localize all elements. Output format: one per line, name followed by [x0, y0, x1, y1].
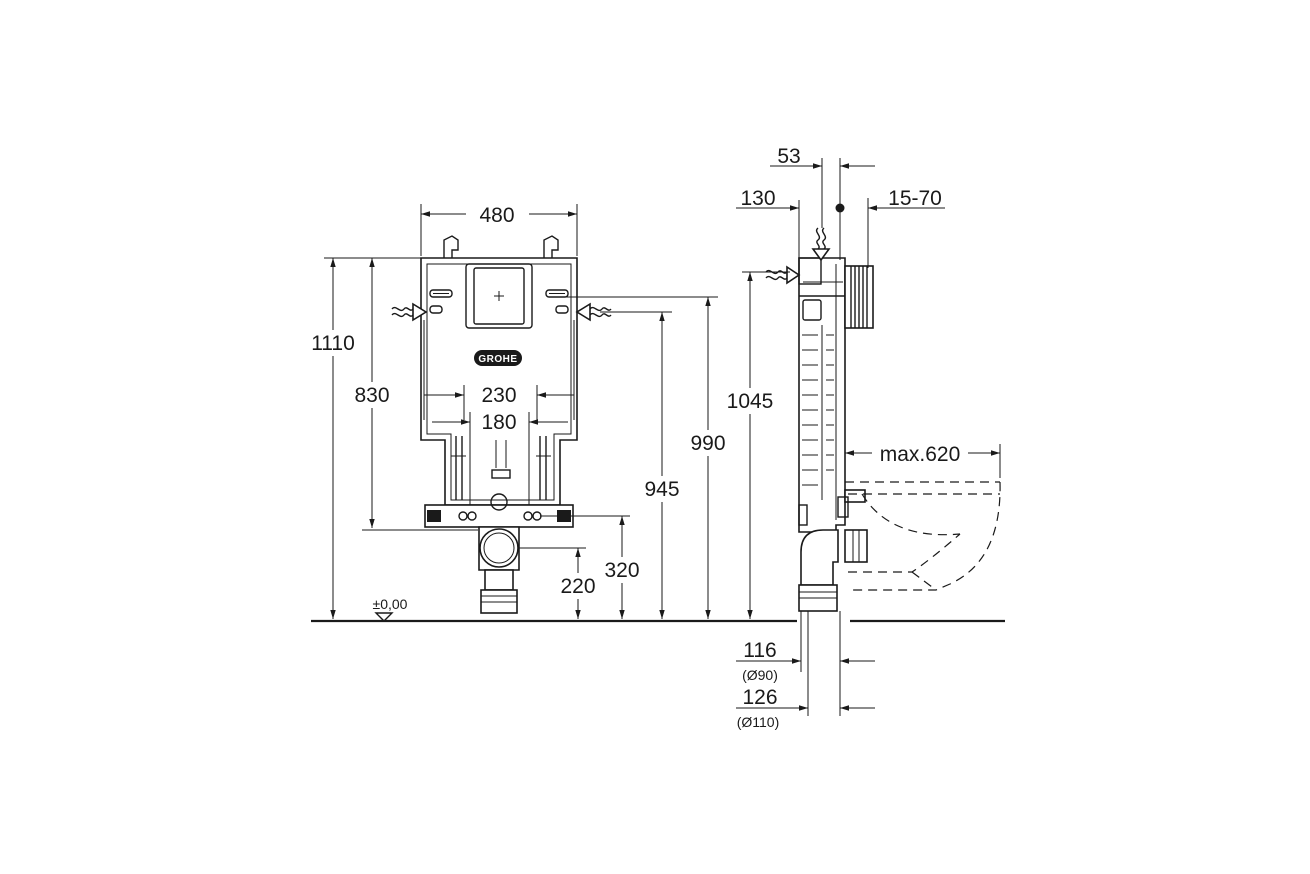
flush-connector [844, 489, 866, 503]
side-frame-ribs [802, 334, 834, 486]
water-inlet-left [391, 302, 428, 322]
side-frame-foot [798, 504, 808, 526]
floor-level-marker [374, 612, 394, 622]
dim-depth-130: 130 [740, 187, 775, 210]
side-water-inlet [765, 265, 801, 285]
brand-logo-text: GROHE [478, 354, 517, 365]
side-dimensions: 53 130 15-70 1045 max.620 116 (Ø90) 126 [722, 145, 1001, 730]
dim-spacing-180: 180 [481, 411, 516, 434]
top-water-inlet [811, 227, 831, 262]
dim-pipe-90: (Ø90) [742, 667, 778, 683]
mount-hole-left [458, 511, 468, 521]
front-dimensions: 480 1110 830 230 180 945 990 [306, 204, 730, 622]
toilet-bowl-outline [845, 481, 1001, 591]
dim-height-220: 220 [560, 575, 595, 598]
dim-max-620: max.620 [880, 443, 961, 466]
dim-height-945: 945 [644, 478, 679, 501]
dim-height-830: 830 [354, 384, 389, 407]
frame-inner-edge [426, 263, 572, 501]
dim-range-15-70: 15-70 [888, 187, 942, 210]
dim-offset-126: 126 [742, 686, 777, 709]
floor-level-label: ±0,00 [373, 596, 408, 612]
side-view [765, 227, 1001, 612]
fitting-right-bottom [555, 305, 569, 314]
waste-connector [844, 529, 868, 563]
water-inlet-right [575, 302, 612, 322]
pivot-dot [835, 203, 845, 213]
drain-pipe-lower [484, 569, 514, 591]
flush-connector-ring [837, 496, 849, 518]
dim-pipe-110: (Ø110) [737, 714, 780, 730]
fitting-left-bottom [429, 305, 443, 314]
dim-depth-53: 53 [777, 145, 800, 168]
drain-bend [800, 529, 839, 586]
fitting-left-top [429, 289, 453, 298]
brand-logo-badge [474, 350, 522, 366]
dim-width-480: 480 [479, 204, 514, 227]
mounting-hook-left [443, 235, 459, 258]
drain-outlet [479, 528, 519, 568]
actuator-ribs [850, 266, 868, 328]
side-frame-upper [798, 257, 822, 285]
dim-spacing-230: 230 [481, 384, 516, 407]
mount-hole-left-2 [467, 511, 477, 521]
side-frame-box [802, 299, 822, 321]
label-plate [491, 469, 511, 479]
dim-height-320: 320 [604, 559, 639, 582]
cistern-opening [465, 263, 533, 329]
outlet-ring [490, 493, 508, 511]
cistern-opening-inner [473, 267, 525, 325]
mount-hole-right [523, 511, 533, 521]
mounting-hook-right [543, 235, 559, 258]
dim-height-990: 990 [690, 432, 725, 455]
dim-offset-116: 116 [743, 639, 776, 662]
dim-height-1045: 1045 [727, 390, 774, 413]
front-view: GROHE [391, 235, 612, 614]
brand-logo: GROHE [474, 350, 522, 366]
dim-height-1110: 1110 [311, 332, 355, 355]
